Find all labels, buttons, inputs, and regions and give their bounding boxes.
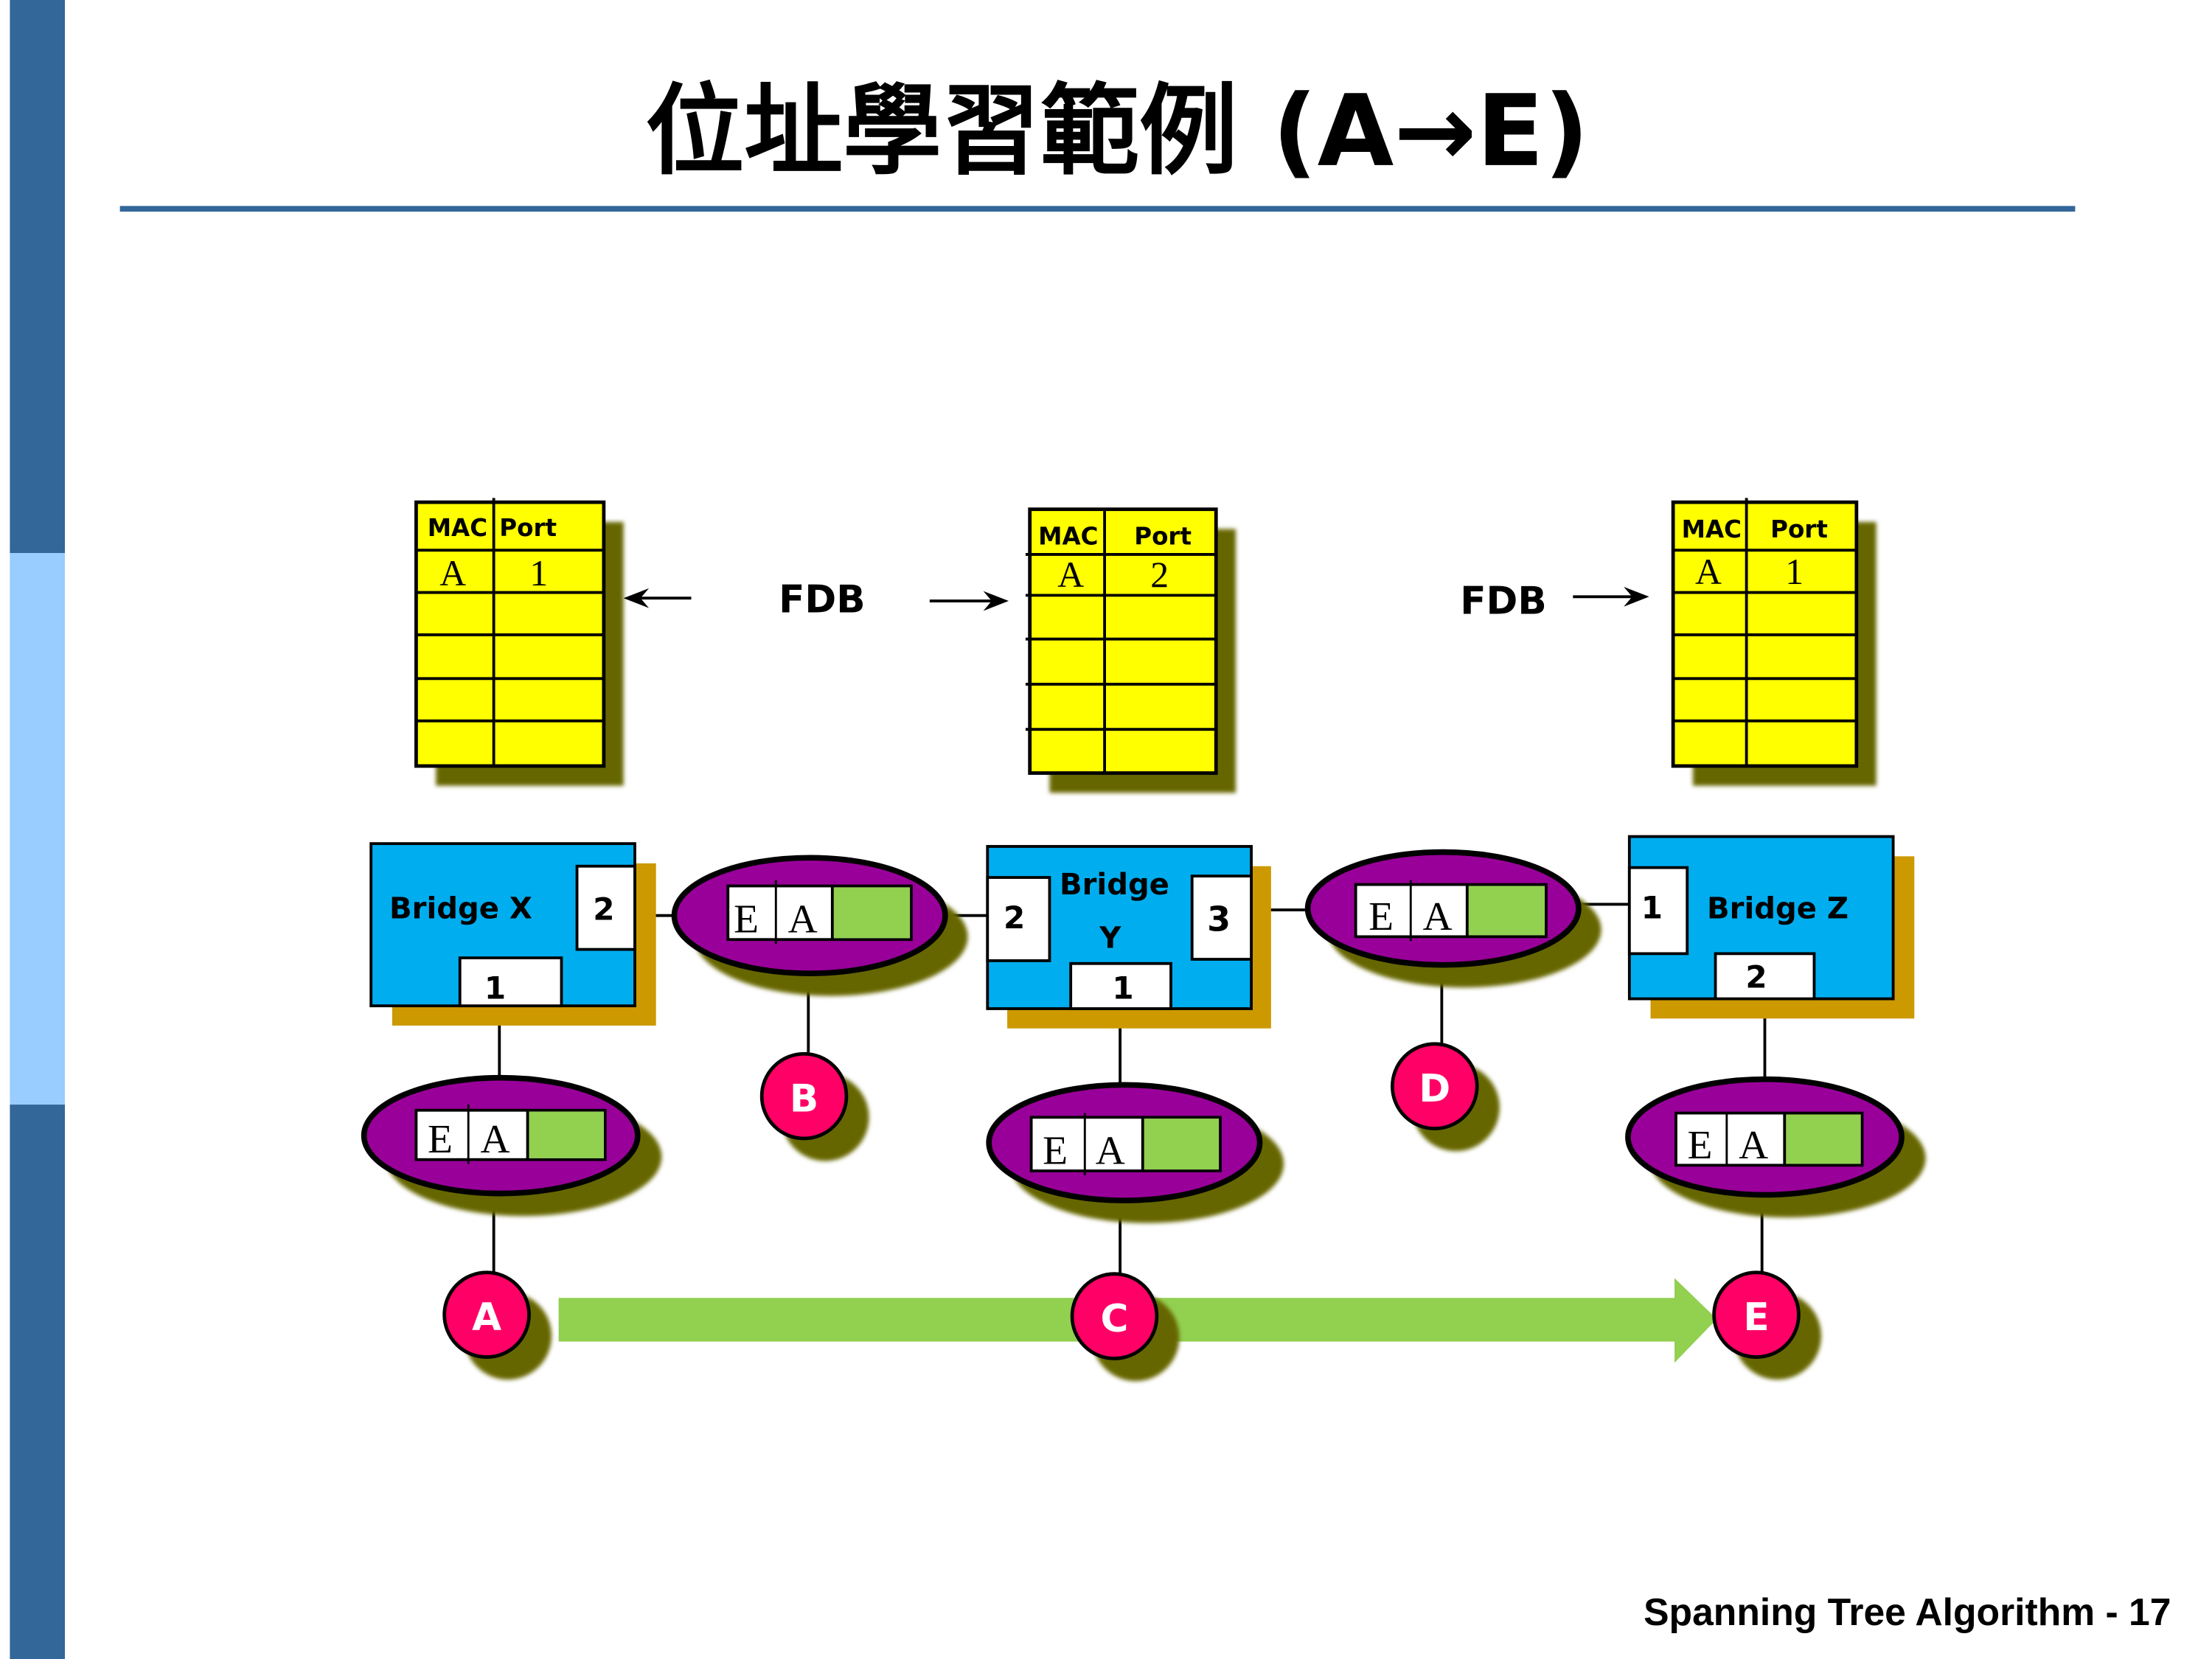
station-e: E xyxy=(1712,1270,1822,1380)
port-2 xyxy=(986,876,1051,962)
header-mac: MAC xyxy=(1038,523,1098,551)
sidebar-dark-top xyxy=(10,0,66,553)
station-body xyxy=(759,1051,849,1141)
port-number: 3 xyxy=(1207,900,1231,939)
fdb-table-bridge-y: MAC Port A 2 xyxy=(1025,507,1237,793)
fdb-label-left: FDB xyxy=(779,577,866,622)
station-label: B xyxy=(790,1077,818,1121)
bridge-label: Bridge xyxy=(1060,868,1169,902)
frame-payload xyxy=(1467,886,1545,936)
frame-payload xyxy=(1784,1114,1861,1164)
frame-src: A xyxy=(1739,1123,1768,1168)
port-number: 2 xyxy=(1004,900,1025,936)
lan-segment-e: E A xyxy=(1625,1076,1926,1218)
lan-segment-b: E A xyxy=(671,855,968,996)
header-port: Port xyxy=(1770,515,1828,543)
station-a: A xyxy=(442,1270,552,1380)
port-number: 1 xyxy=(1641,890,1663,926)
station-c: C xyxy=(1070,1272,1180,1382)
station-label: C xyxy=(1101,1297,1129,1341)
port-number: 1 xyxy=(484,970,506,1006)
arrow-right-icon xyxy=(1573,586,1649,607)
frame-dest: E xyxy=(428,1117,453,1162)
cell-mac: A xyxy=(1695,552,1722,592)
sidebar-light-band xyxy=(10,553,66,1105)
bridge-x: Bridge X 2 1 xyxy=(369,842,656,1026)
frame-dest: E xyxy=(1688,1123,1713,1168)
header-port: Port xyxy=(1134,523,1192,551)
bridge-y: Bridge Y 2 3 1 xyxy=(986,845,1271,1029)
bridge-label: Bridge X xyxy=(389,892,532,926)
fdb-table-bridge-x: MAC Port A 1 xyxy=(414,498,624,786)
cell-mac: A xyxy=(439,553,466,594)
frame-dest: E xyxy=(734,897,759,942)
slide-title: 位址學習範例 (A→E) xyxy=(645,74,1589,189)
frame-src: A xyxy=(481,1117,510,1162)
cell-port: 1 xyxy=(529,553,548,594)
bridge-z: Bridge Z 1 2 xyxy=(1627,835,1915,1019)
header-mac: MAC xyxy=(428,514,487,542)
frame: E A xyxy=(1029,1113,1222,1175)
frame-src: A xyxy=(788,897,818,942)
station-body xyxy=(1070,1272,1159,1360)
frame: E A xyxy=(726,880,913,944)
port-2 xyxy=(1714,952,1816,1001)
station-body xyxy=(1712,1270,1801,1359)
frame-payload xyxy=(832,887,911,939)
frame: E A xyxy=(1354,880,1548,942)
frame-src: A xyxy=(1096,1128,1125,1173)
station-d: D xyxy=(1391,1042,1500,1152)
header-mac: MAC xyxy=(1682,515,1742,543)
arrow-left-icon xyxy=(623,588,692,608)
port-1 xyxy=(1627,866,1689,956)
slide-footer: Spanning Tree Algorithm - 17 xyxy=(1644,1590,2171,1633)
port-number: 2 xyxy=(1745,959,1767,995)
port-2 xyxy=(575,864,636,951)
port-number: 1 xyxy=(1112,970,1133,1006)
bridge-label: Bridge Z xyxy=(1707,892,1848,926)
port-3 xyxy=(1190,874,1253,961)
station-body xyxy=(442,1270,531,1359)
title-rule xyxy=(119,206,2076,212)
lan-segment-d: E A xyxy=(1304,849,1601,988)
frame: E A xyxy=(414,1105,607,1164)
station-label: A xyxy=(472,1295,501,1340)
frame: E A xyxy=(1674,1111,1864,1168)
station-label: D xyxy=(1419,1067,1450,1111)
lan-segment-c: E A xyxy=(986,1082,1284,1223)
cell-port: 2 xyxy=(1150,554,1169,595)
station-body xyxy=(1391,1042,1479,1131)
header-port: Port xyxy=(499,514,557,542)
port-1 xyxy=(458,956,563,1008)
frame-dest: E xyxy=(1043,1128,1068,1173)
port-1 xyxy=(1069,961,1172,1010)
fdb-table-bridge-z: MAC Port A 1 xyxy=(1671,498,1877,786)
frame-dest: E xyxy=(1368,894,1394,939)
frame-payload xyxy=(1142,1119,1220,1170)
frame-payload xyxy=(527,1111,604,1158)
station-label: E xyxy=(1743,1295,1769,1340)
sidebar-dark-bottom xyxy=(10,1105,66,1659)
cell-mac: A xyxy=(1057,554,1084,595)
arrow-right-icon xyxy=(929,591,1009,611)
station-b: B xyxy=(759,1051,869,1161)
cell-port: 1 xyxy=(1785,552,1804,592)
fdb-label-right: FDB xyxy=(1460,579,1547,623)
frame-src: A xyxy=(1423,894,1453,939)
port-number: 2 xyxy=(593,891,614,927)
bridge-label-line2: Y xyxy=(1099,922,1121,956)
lan-segment-a: E A xyxy=(361,1074,662,1217)
